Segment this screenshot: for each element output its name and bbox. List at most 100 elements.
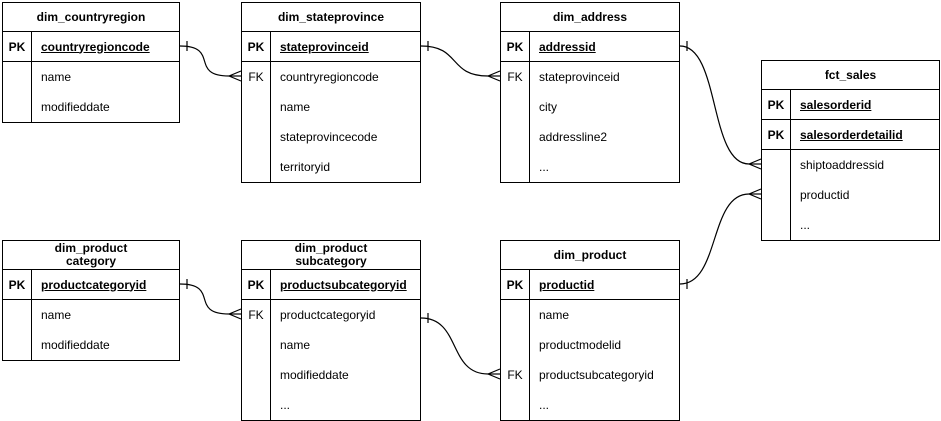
field-row-territoryid: territoryid [242,152,420,182]
field-name: stateprovincecode [280,130,378,144]
key-type-label: PK [762,120,791,149]
field-row-more: ... [501,390,679,420]
relationship-line [420,317,489,375]
table-title-line: dim_product [553,247,627,262]
key-type-label [242,360,271,390]
field-name: addressline2 [539,130,608,144]
field-name: ... [539,160,550,174]
relationship-line [679,45,750,165]
field-row-modifieddate: modifieddate [242,360,420,390]
field-row-productcategoryid: FK productcategoryid [242,300,420,330]
field-row-productsubcategoryid: FK productsubcategoryid [501,360,679,390]
relationship-category-to-subcategory [179,279,242,320]
field-name: productcategoryid [41,277,147,292]
field-row-more: ... [762,210,939,240]
field-row-countryregioncode: FK countryregioncode [242,62,420,92]
field-name: modifieddate [41,338,110,352]
table-title-dim_address: dim_address [501,3,679,32]
field-row-stateprovinceid: PK stateprovinceid [242,32,420,62]
field-name: name [280,338,311,352]
key-type-label [501,92,530,122]
table-title-dim_countryregion: dim_countryregion [3,3,179,32]
field-name: productid [539,277,595,292]
field-row-addressline2: addressline2 [501,122,679,152]
field-name: name [41,70,72,84]
key-type-label: FK [242,300,271,330]
field-row-salesorderid: PK salesorderid [762,90,939,120]
field-row-city: city [501,92,679,122]
field-name: name [280,100,311,114]
table-title-line: dim_countryregion [36,9,146,24]
key-type-label [242,92,271,122]
relationship-stateprovince-to-address [420,41,501,82]
relationship-product-to-sales [679,188,762,289]
key-type-label: PK [242,270,271,299]
field-name: productid [800,188,850,202]
field-row-productsubcategoryid: PK productsubcategoryid [242,270,420,300]
field-name: countryregioncode [280,70,379,84]
key-type-label: PK [242,32,271,61]
relationship-subcategory-to-product [420,313,501,380]
field-name: stateprovinceid [280,39,369,54]
key-type-label [3,330,32,360]
key-type-label [501,390,530,420]
field-row-name: name [501,300,679,330]
field-name: stateprovinceid [539,70,620,84]
relationship-line [179,283,230,315]
relationship-countryregion-to-stateprovince [179,41,242,82]
relationship-line [420,45,489,77]
key-type-label: PK [762,90,791,119]
relationship-address-to-sales [679,41,762,170]
key-type-label [501,122,530,152]
field-name: productsubcategoryid [280,277,407,292]
field-name: productcategoryid [280,308,376,322]
field-row-productid: PK productid [501,270,679,300]
key-type-label [242,330,271,360]
key-type-label [762,150,791,180]
field-row-modifieddate: modifieddate [3,330,179,360]
table-title-line: dim_product [294,241,368,255]
key-type-label [762,180,791,210]
relationship-line [179,45,230,77]
table-title-fct_sales: fct_sales [762,61,939,90]
field-name: productsubcategoryid [539,368,654,382]
table-title-line: subcategory [295,254,367,268]
key-type-label [3,62,32,92]
field-row-shiptoaddressid: shiptoaddressid [762,150,939,180]
table-title-line: dim_address [552,9,628,24]
key-type-label: FK [501,62,530,92]
field-name: shiptoaddressid [800,158,885,172]
key-type-label: FK [501,360,530,390]
table-title-line: dim_product [54,241,128,255]
key-type-label: FK [242,62,271,92]
table-title-dim_stateprovince: dim_stateprovince [242,3,420,32]
field-name: productmodelid [539,338,622,352]
key-type-label [501,152,530,182]
field-name: salesorderid [800,97,872,112]
field-row-name: name [3,300,179,330]
field-name: modifieddate [41,100,110,114]
field-row-stateprovinceid: FK stateprovinceid [501,62,679,92]
key-type-label [242,390,271,420]
table-title-line: fct_sales [824,67,877,82]
table-title-line: category [65,254,117,268]
field-row-productid: productid [762,180,939,210]
key-type-label: PK [501,270,530,299]
key-type-label [762,210,791,240]
field-name: name [539,308,570,322]
field-name: name [41,308,72,322]
